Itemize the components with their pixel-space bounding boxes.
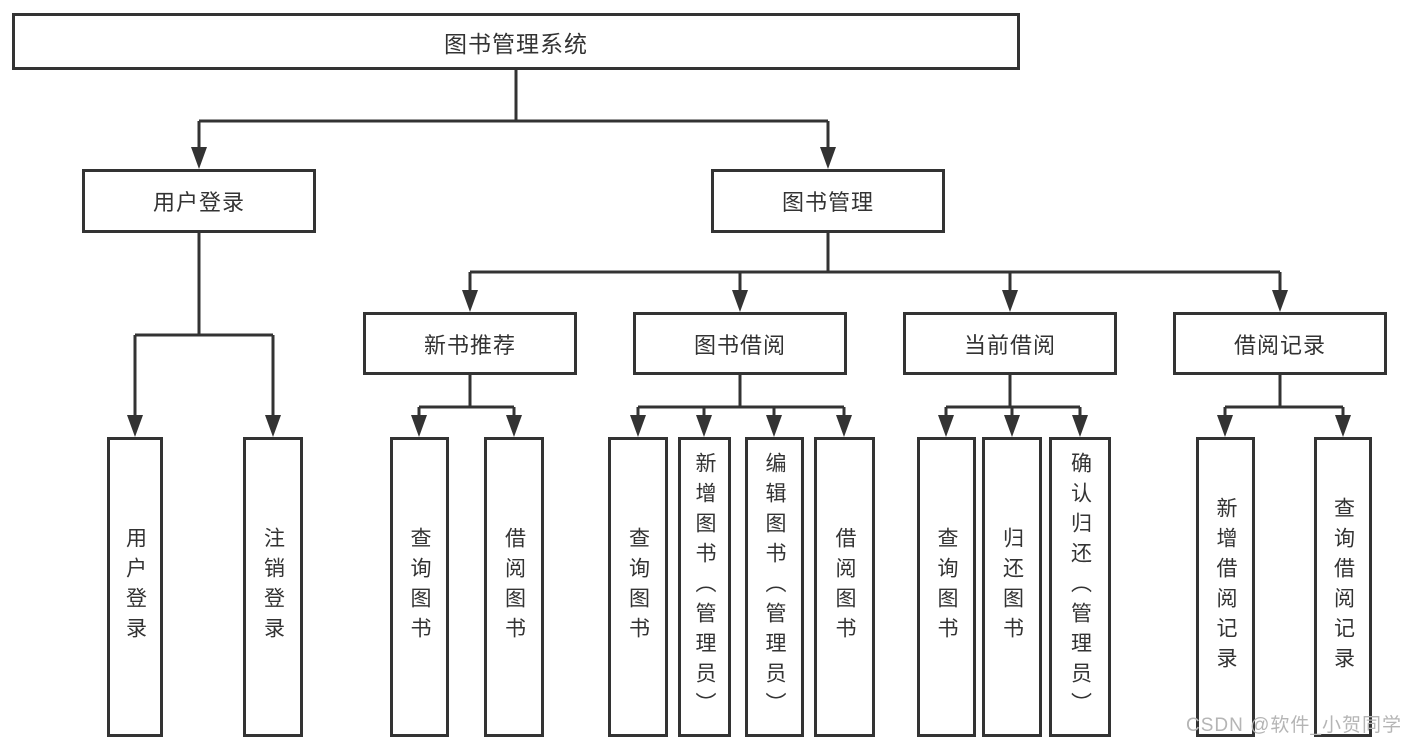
leaf-borrow-books-recommend: 借阅图书 bbox=[484, 437, 544, 737]
node-borrowing-records: 借阅记录 bbox=[1173, 312, 1387, 375]
node-current-borrowing: 当前借阅 bbox=[903, 312, 1117, 375]
leaf-return-books: 归还图书 bbox=[982, 437, 1042, 737]
leaf-user-login: 用户登录 bbox=[107, 437, 163, 737]
leaf-confirm-return-admin: 确认归还（管理员） bbox=[1049, 437, 1111, 737]
leaf-query-books-borrow: 查询图书 bbox=[608, 437, 668, 737]
watermark-csdn: CSDN @软件_小贺同学 bbox=[1186, 715, 1402, 736]
leaf-borrow-books: 借阅图书 bbox=[814, 437, 875, 737]
node-new-book-recommendation: 新书推荐 bbox=[363, 312, 577, 375]
leaf-query-borrow-record: 查询借阅记录 bbox=[1314, 437, 1372, 737]
node-library-management-system: 图书管理系统 bbox=[12, 13, 1020, 70]
arrowheads bbox=[127, 147, 1351, 437]
leaf-edit-book-admin: 编辑图书（管理员） bbox=[745, 437, 804, 737]
leaf-add-book-admin: 新增图书（管理员） bbox=[678, 437, 731, 737]
leaf-add-borrow-record: 新增借阅记录 bbox=[1196, 437, 1255, 737]
node-book-borrowing: 图书借阅 bbox=[633, 312, 847, 375]
node-book-management: 图书管理 bbox=[711, 169, 945, 233]
leaf-query-books-recommend: 查询图书 bbox=[390, 437, 449, 737]
leaf-query-books-current: 查询图书 bbox=[917, 437, 976, 737]
leaf-logout: 注销登录 bbox=[243, 437, 303, 737]
node-user-login: 用户登录 bbox=[82, 169, 316, 233]
